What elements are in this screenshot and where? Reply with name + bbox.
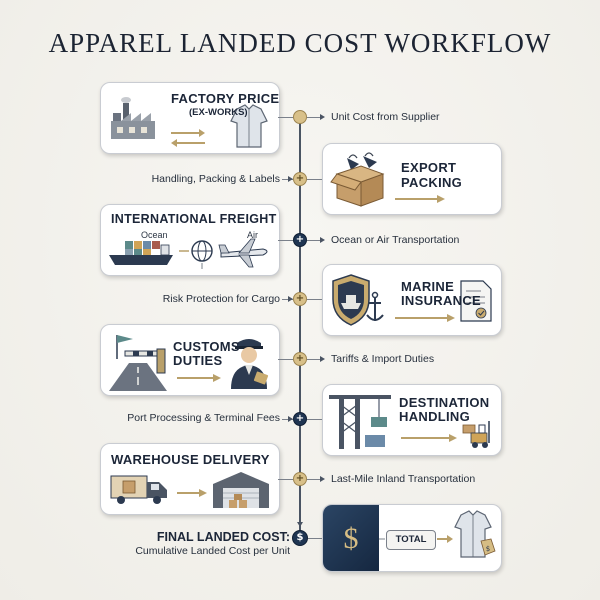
step-title: INTERNATIONAL FREIGHT [111,212,277,226]
crane-icon [329,395,391,449]
arrow-icon [379,538,385,540]
arrow [288,416,293,422]
step-title: EXPORT [401,160,457,175]
card-international-freight: INTERNATIONAL FREIGHT Ocean Air [100,204,280,276]
label-air: Air [247,230,258,240]
connector [307,179,322,180]
step-title: WAREHOUSE DELIVERY [111,452,270,467]
step-title-line2: DUTIES [173,353,223,368]
node-final-dollar: $ [292,530,308,546]
globe-icon [179,240,213,269]
node-warehouse: + [293,472,307,486]
connector [307,479,323,480]
warehouse-icon [213,472,269,508]
checkpoint-icon [109,335,167,391]
ship-icon [109,241,173,265]
exchange-arrows-icon [171,129,205,147]
page-title: APPAREL LANDED COST WORKFLOW [48,28,552,58]
note-tariffs: Tariffs & Import Duties [331,353,435,365]
arrow-icon [177,489,207,497]
step-title-line2: PACKING [401,175,463,190]
arrow [320,476,325,482]
plane-icon [218,238,268,268]
card-factory-price: FACTORY PRICE (EX-WORKS) [100,82,280,154]
step-title: FACTORY PRICE [171,91,280,106]
step-title-line2: INSURANCE [401,293,481,308]
arrow-icon [395,314,455,322]
arrow [320,237,325,243]
label-ocean: Ocean [141,230,168,240]
note-handling: Handling, Packing & Labels [151,173,280,185]
arrow [320,356,325,362]
arrow-icon [437,535,453,543]
note-port-processing: Port Processing & Terminal Fees [127,412,280,424]
connector [282,179,293,180]
step-subtitle: (EX-WORKS) [189,107,248,118]
timeline-spine [299,117,301,537]
node-insurance: + [293,292,307,306]
connector [307,117,323,118]
arrow [288,176,293,182]
connector [307,240,323,241]
card-customs-duties: CUSTOMS DUTIES [100,324,280,396]
connector [278,240,293,241]
arrow-down [297,522,303,527]
note-transport: Ocean or Air Transportation [331,234,460,246]
node-destination: + [293,412,307,426]
step-title: MARINE [401,279,455,294]
node-freight: + [293,233,307,247]
connector [307,419,322,420]
final-subtitle: Cumulative Landed Cost per Unit [135,545,290,557]
final-dollar-panel [323,505,379,571]
document-icon [460,280,492,322]
card-warehouse-delivery: WAREHOUSE DELIVERY [100,443,280,515]
connector [307,299,322,300]
svg-text:$: $ [486,545,490,553]
shield-icon [332,274,384,326]
forklift-icon [462,421,490,448]
step-title: DESTINATION [399,395,490,410]
arrow [288,296,293,302]
truck-icon [110,475,167,504]
note-risk: Risk Protection for Cargo [162,293,280,305]
shirt-tag-icon: $ [454,510,496,558]
card-export-packing: EXPORT PACKING [322,143,502,215]
note-last-mile: Last-Mile Inland Transportation [331,473,476,485]
total-label: TOTAL [386,530,436,550]
arrow-icon [177,374,221,382]
customs-officer-icon [231,339,269,389]
arrow [320,114,325,120]
arrow-icon [395,195,445,203]
note-unit-cost: Unit Cost from Supplier [331,111,440,123]
step-title-line2: HANDLING [399,409,471,424]
connector [278,117,293,118]
card-marine-insurance: MARINE INSURANCE [322,264,502,336]
step-title: CUSTOMS [173,339,240,354]
svg-text:$: $ [344,522,359,555]
connector [308,538,322,539]
connector [282,299,293,300]
node-customs: + [293,352,307,366]
factory-icon [111,97,155,139]
final-title: FINAL LANDED COST: [156,530,290,544]
node-packing: + [293,172,307,186]
connector [282,419,293,420]
connector [307,359,323,360]
connector [278,479,293,480]
card-destination-handling: DESTINATION HANDLING [322,384,502,456]
box-icon [330,152,385,207]
arrow-icon [401,434,457,442]
shirt-icon [230,104,268,148]
node-factory [293,110,307,124]
dollar-icon: $ [344,522,359,555]
connector [278,359,293,360]
